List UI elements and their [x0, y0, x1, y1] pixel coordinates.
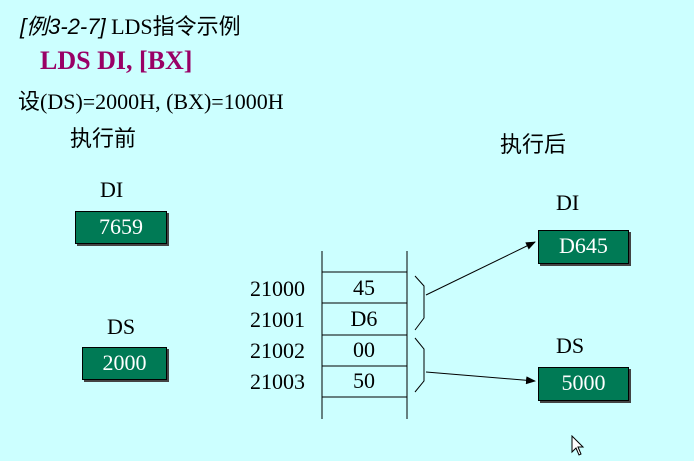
- mouse-cursor-icon: [571, 435, 585, 456]
- memory-address: 21003: [250, 369, 305, 394]
- instruction: LDS DI, [BX]: [40, 46, 193, 75]
- page-title: [例3-2-7] LDS指令示例: [20, 9, 241, 41]
- memory-address: 21000: [250, 276, 305, 301]
- before-ds-register: 2000: [82, 347, 167, 380]
- after-heading: 执行后: [500, 132, 567, 157]
- arrow-to-ds: [425, 371, 536, 385]
- memory-value: 45: [353, 275, 375, 300]
- memory-address: 21002: [250, 338, 305, 363]
- lower-brace: [414, 337, 425, 393]
- before-heading: 执行前: [70, 126, 137, 151]
- example-number: [例3-2-7]: [20, 14, 106, 39]
- memory-value: 50: [353, 368, 375, 393]
- assumption: 设(DS)=2000H, (BX)=1000H: [18, 89, 284, 114]
- memory-value: D6: [350, 306, 378, 331]
- memory-address: 21001: [250, 307, 305, 332]
- before-ds-label: DS: [107, 314, 136, 339]
- upper-brace: [414, 275, 425, 331]
- arrow-to-di: [425, 241, 536, 296]
- title-text: LDS指令示例: [105, 14, 241, 39]
- before-di-label: DI: [100, 177, 124, 202]
- after-di-register: D645: [538, 230, 629, 264]
- memory-value: 00: [353, 337, 375, 362]
- after-di-label: DI: [556, 190, 580, 215]
- before-di-register: 7659: [75, 211, 167, 244]
- after-ds-label: DS: [556, 333, 585, 358]
- after-ds-register: 5000: [538, 367, 629, 401]
